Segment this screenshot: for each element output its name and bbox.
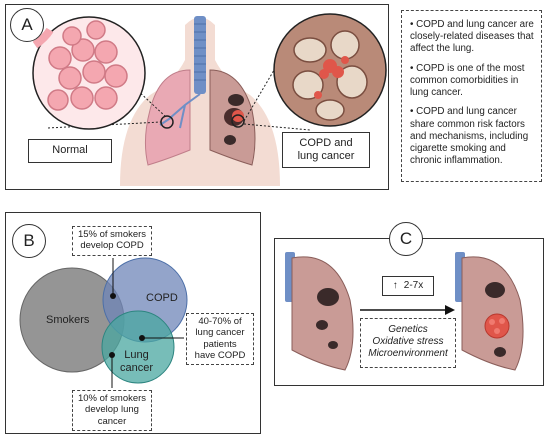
bullet-2: • COPD is one of the most common comorbi… — [410, 62, 525, 99]
callout-lung-cancer-smokers: 10% of smokers develop lung cancer — [72, 390, 152, 431]
callout-bottom-line3: cancer — [97, 415, 127, 427]
venn-label-lung-cancer: Lung cancer — [120, 349, 153, 374]
panel-b-label: B — [12, 224, 46, 258]
trachea — [194, 16, 206, 94]
callout-copd-smokers: 15% of smokers develop COPD — [72, 226, 152, 256]
copd-label-line2: lung cancer — [297, 150, 355, 162]
panel-c-label: C — [389, 222, 423, 256]
up-arrow-icon: ↑ — [392, 280, 398, 291]
bullet-1: • COPD and lung cancer are closely-relat… — [410, 19, 534, 55]
copd-lung-cancer-label: COPD and lung cancer — [282, 132, 370, 168]
panel-a-label: A — [10, 8, 44, 42]
normal-lung — [144, 69, 191, 166]
callout-bottom-line2: develop lung — [85, 404, 139, 416]
venn-label-copd: COPD — [146, 292, 178, 304]
lung-tumor — [232, 110, 244, 122]
factor-oxidative-stress: Oxidative stress — [372, 336, 444, 347]
normal-label: Normal — [28, 139, 112, 163]
venn-label-smokers: Smokers — [46, 314, 90, 326]
callout-right-line3: patients — [203, 338, 237, 350]
callout-lung-cancer-copd: 40-70% of lung cancer patients have COPD — [186, 313, 254, 365]
callout-right-line4: have COPD — [194, 350, 246, 362]
copd-label-line1: COPD and — [299, 136, 353, 149]
risk-box: ↑ 2-7x — [382, 276, 434, 296]
factor-genetics: Genetics — [388, 324, 428, 335]
callout-bottom-line1: 10% of smokers — [77, 393, 147, 404]
venn-lung-line1: Lung — [124, 349, 149, 361]
bullet-3: • COPD and lung cancer share common risk… — [410, 106, 529, 167]
panel-b — [5, 212, 261, 434]
factors-box: Genetics Oxidative stress Microenvironme… — [360, 318, 456, 368]
venn-lung-cancer — [101, 310, 175, 384]
callout-top-line1: 15% of smokers — [77, 229, 147, 240]
factor-microenvironment: Microenvironment — [368, 348, 448, 359]
callout-top-line2: develop COPD — [80, 240, 144, 252]
venn-lung-line2: cancer — [120, 361, 154, 374]
callout-right-line2: lung cancer — [195, 327, 245, 339]
callout-right-line1: 40-70% of — [198, 316, 242, 327]
cancer-lung-right — [461, 256, 524, 371]
risk-value: 2-7x — [403, 280, 424, 291]
bullet-list: • COPD and lung cancer are closely-relat… — [401, 10, 542, 182]
copd-lung-left — [291, 256, 354, 371]
